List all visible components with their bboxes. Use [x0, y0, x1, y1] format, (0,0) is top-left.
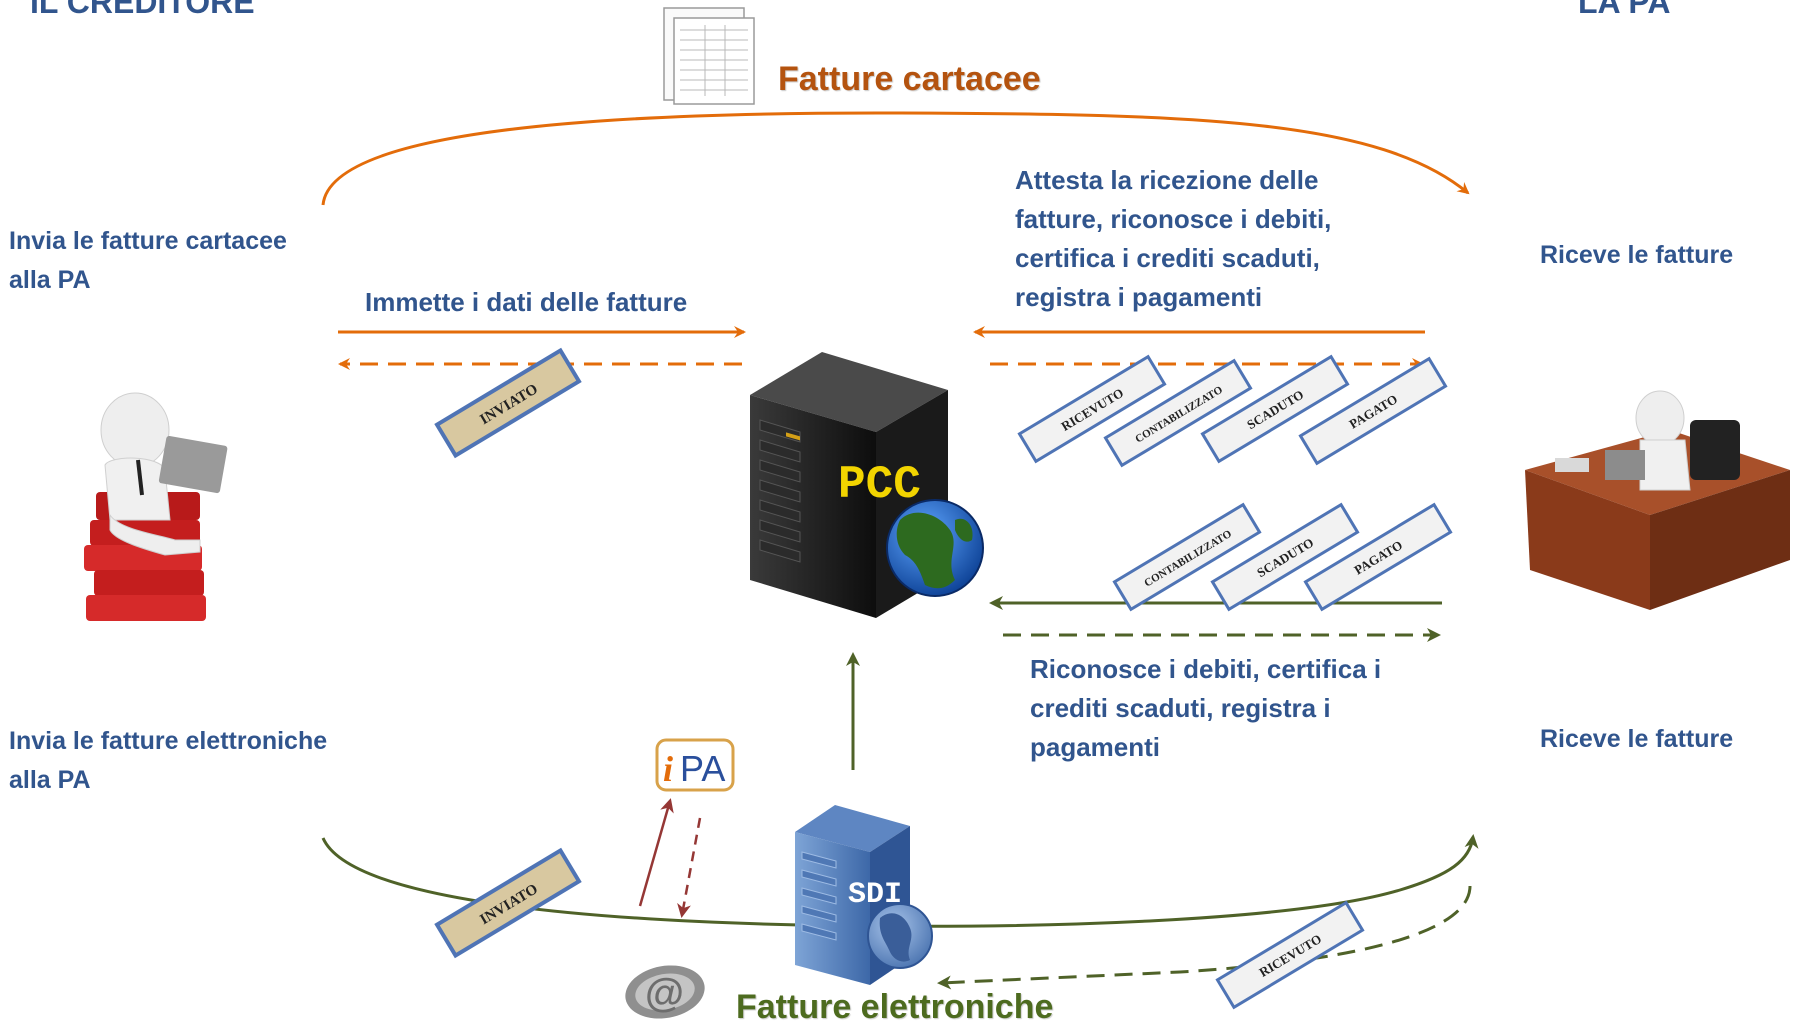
pcc-label: PCC — [838, 459, 921, 511]
inviato-tag-bottom: INVIATO — [434, 847, 582, 959]
svg-text:i: i — [663, 749, 673, 789]
paper-invoices-icon — [663, 7, 755, 105]
svg-text:INVIATO: INVIATO — [477, 881, 541, 928]
attest-text: Attesta la ricezione delle fatture, rico… — [1015, 165, 1332, 312]
tag-ricevuto-bottom: RICEVUTO — [1215, 900, 1365, 1010]
pa-header: LA PA — [1578, 0, 1671, 20]
sdi-globe-icon — [867, 903, 933, 969]
paper-send-text: Invia le fatture cartacee alla PA — [9, 227, 287, 294]
svg-text:CONTABILIZZATO: CONTABILIZZATO — [1142, 528, 1234, 590]
pcc-server-icon — [750, 352, 948, 618]
tag-pagato-top: PAGATO — [1298, 356, 1448, 466]
inviato-tag-top: INVIATO — [434, 347, 582, 459]
tag-contabilizzato-mid: CONTABILIZZATO — [1112, 502, 1262, 612]
svg-text:RICEVUTO: RICEVUTO — [1256, 931, 1324, 980]
ipa-logo: i PA — [655, 738, 735, 792]
sdi-label: SDI — [848, 878, 902, 912]
electronic-invoices-title: Fatture elettroniche — [736, 988, 1054, 1026]
electronic-send-arc — [321, 834, 1479, 928]
pa-to-sdi-dashed-arrow — [937, 885, 1472, 990]
svg-text:PAGATO: PAGATO — [1346, 391, 1400, 431]
email-icon: @ — [625, 965, 705, 1019]
creditor-header: IL CREDITORE — [30, 0, 255, 20]
svg-text:PA: PA — [680, 748, 725, 789]
svg-text:SCADUTO: SCADUTO — [1254, 535, 1316, 580]
electronic-send-text: Invia le fatture elettroniche alla PA — [9, 727, 328, 794]
creditor-figure — [48, 392, 263, 624]
tag-scaduto-top: SCADUTO — [1200, 354, 1350, 464]
tag-ricevuto-top: RICEVUTO — [1017, 354, 1167, 464]
svg-text:SCADUTO: SCADUTO — [1244, 387, 1306, 432]
sdi-server-icon — [795, 805, 910, 985]
pcc-globe-icon — [886, 499, 984, 597]
tag-scaduto-mid: SCADUTO — [1210, 502, 1360, 612]
status-tags-mid-row: CONTABILIZZATO SCADUTO PAGATO — [1112, 502, 1453, 612]
svg-text:@: @ — [645, 971, 684, 1015]
ipa-response-dashed-arrow — [677, 817, 702, 918]
tag-pagato-mid: PAGATO — [1303, 502, 1453, 612]
svg-text:CONTABILIZZATO: CONTABILIZZATO — [1133, 384, 1225, 446]
status-tags-top-row: RICEVUTO CONTABILIZZATO SCADUTO PAGATO — [1017, 354, 1448, 468]
ipa-query-arrow — [638, 798, 674, 907]
recognize-text: Riconosce i debiti, certifica i crediti … — [1030, 654, 1382, 762]
tag-contabilizzato-top: CONTABILIZZATO — [1103, 358, 1253, 468]
svg-text:INVIATO: INVIATO — [477, 381, 541, 428]
pa-figure — [1525, 390, 1790, 610]
enter-data-text: Immette i dati delle fatture — [365, 287, 688, 317]
pa-receive-top-text: Riceve le fatture — [1540, 241, 1734, 269]
paper-invoices-title: Fatture cartacee — [778, 60, 1041, 98]
pa-receive-bottom-text: Riceve le fatture — [1540, 725, 1734, 753]
svg-text:RICEVUTO: RICEVUTO — [1058, 385, 1126, 434]
svg-text:PAGATO: PAGATO — [1351, 537, 1405, 577]
